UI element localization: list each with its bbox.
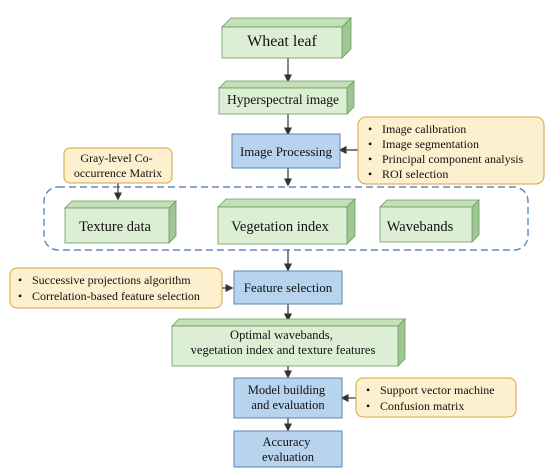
hyperspectral-image-box-front-face (218, 87, 348, 115)
accuracy-evaluation-label: Accuracy evaluation (262, 435, 315, 464)
texture-data-box-front-face (64, 207, 170, 244)
image-processing-box (231, 133, 341, 169)
wavebands-box-top-face (379, 199, 480, 208)
wheat-leaf-box-front-face (221, 26, 343, 59)
bullet-icon: • (18, 289, 22, 303)
processing-note-item: ROI selection (382, 167, 448, 181)
hyperspectral-image-box-top-face (218, 80, 355, 89)
processing-note-box (357, 116, 545, 185)
model-note-box (355, 377, 517, 418)
vegetation-index-box (217, 198, 356, 245)
vegetation-index-label: Vegetation index (231, 219, 330, 235)
texture-data-box (64, 200, 177, 244)
texture-data-box-side-face (168, 200, 177, 244)
accuracy-evaluation-line-2: evaluation (262, 450, 315, 464)
glcm-note-box (63, 147, 173, 184)
feature-selection-box (233, 270, 343, 305)
selection-note-item: Successive projections algorithm (32, 273, 191, 287)
model-note-item: Confusion matrix (380, 399, 464, 413)
optimal-features-label: Optimal wavebands, vegetation index and … (191, 328, 376, 357)
optimal-features-box (171, 318, 406, 367)
model-note-item: Support vector machine (380, 383, 495, 397)
image-processing-label: Image Processing (240, 144, 333, 159)
vegetation-index-box-front-face (217, 206, 348, 245)
accuracy-evaluation-box (233, 430, 343, 468)
wheat-leaf-label: Wheat leaf (247, 33, 317, 50)
model-building-label: Model building and evaluation (248, 383, 329, 412)
hyperspectral-image-box (218, 80, 355, 115)
vegetation-index-box-side-face (346, 198, 356, 245)
selection-note-list: • Successive projections algorithm • Cor… (18, 273, 200, 303)
processing-note-item: Image calibration (382, 122, 466, 136)
optimal-features-box-top-face (171, 318, 406, 327)
bullet-icon: • (18, 273, 22, 287)
wheat-leaf-box (221, 17, 352, 59)
selection-note-box (9, 267, 223, 309)
green-box-layer (64, 17, 480, 367)
model-note-list: • Support vector machine • Confusion mat… (366, 383, 495, 413)
glcm-note-line-1: Gray-level Co- (80, 151, 152, 165)
accuracy-evaluation-line-1: Accuracy (262, 435, 311, 449)
wheat-leaf-box-top-face (221, 17, 352, 28)
texture-data-box-top-face (64, 200, 177, 209)
hyperspectral-image-label: Hyperspectral image (227, 92, 339, 107)
model-building-line-1: Model building (248, 383, 326, 397)
texture-data-label: Texture data (79, 219, 151, 235)
bullet-icon: • (368, 152, 372, 166)
vegetation-index-box-top-face (217, 198, 356, 208)
model-building-box (233, 377, 343, 419)
processing-note-list: • Image calibration • Image segmentation… (368, 122, 524, 181)
bullet-icon: • (368, 167, 372, 181)
processing-note-item: Principal component analysis (382, 152, 524, 166)
bullet-icon: • (366, 383, 370, 397)
optimal-features-line-1: Optimal wavebands, (230, 328, 333, 342)
wavebands-box-front-face (379, 206, 473, 243)
wavebands-box-side-face (471, 199, 480, 243)
optimal-features-box-side-face (397, 318, 406, 367)
wavebands-label: Wavebands (387, 219, 454, 235)
optimal-features-line-2: vegetation index and texture features (191, 343, 376, 357)
optimal-features-box-front-face (171, 325, 399, 367)
bullet-icon: • (368, 137, 372, 151)
glcm-note-text: Gray-level Co- occurrence Matrix (74, 151, 162, 180)
selection-note-item: Correlation-based feature selection (32, 289, 200, 303)
feature-group-dashed-outline (43, 186, 529, 251)
wavebands-box (379, 199, 480, 243)
processing-note-item: Image segmentation (382, 137, 479, 151)
bullet-icon: • (366, 399, 370, 413)
model-building-line-2: and evaluation (251, 398, 325, 412)
feature-selection-label: Feature selection (244, 280, 333, 295)
bullet-icon: • (368, 122, 372, 136)
glcm-note-line-2: occurrence Matrix (74, 166, 162, 180)
connectors (114, 58, 358, 432)
